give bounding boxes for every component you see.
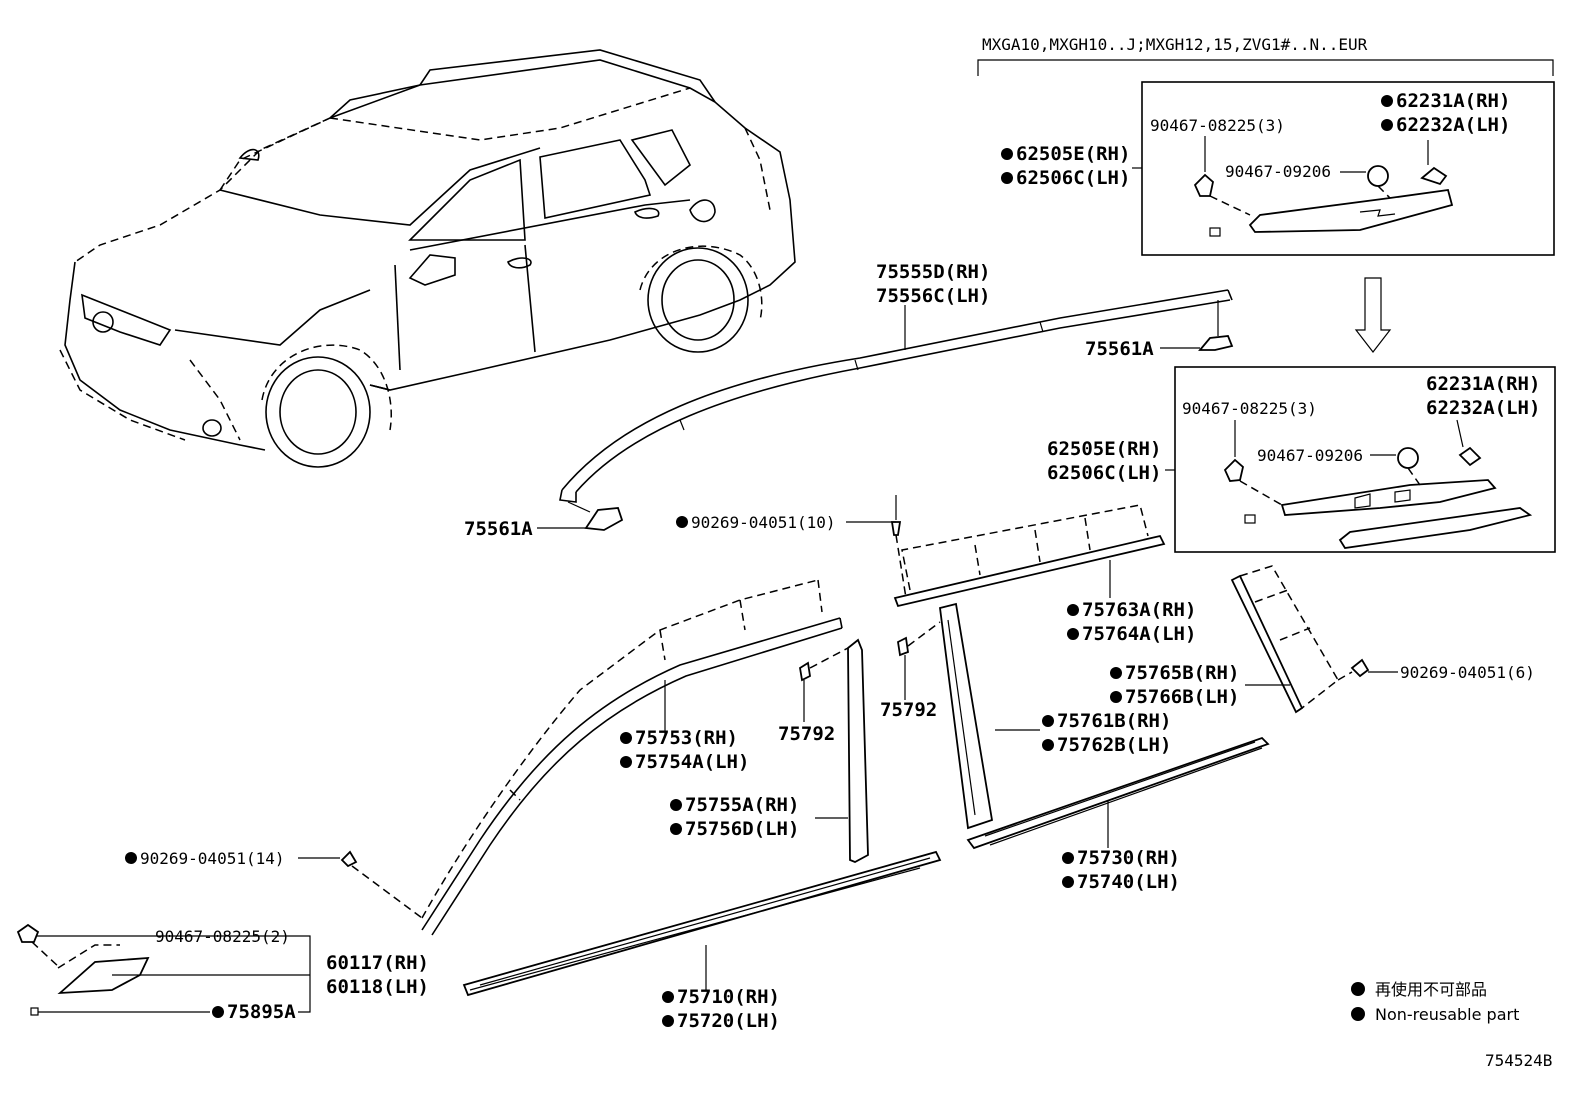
front-belt-molding — [462, 850, 942, 997]
leader-lines — [36, 167, 1398, 1013]
label-75753-rh: 75753(RH) — [635, 727, 738, 749]
pillar-garnish-front — [799, 638, 869, 863]
non-reusable-bullet-icon — [620, 732, 632, 744]
clip-90269-04051-14 — [340, 850, 423, 919]
label-75756D-lh: 75756D(LH) — [685, 818, 799, 840]
model-bracket — [977, 59, 1554, 76]
label-75556C-lh: 75556C(LH) — [876, 285, 990, 307]
figure-id: 754524B — [1485, 1051, 1552, 1070]
upper-detail-box — [1141, 81, 1555, 256]
label-90467-08225-3: 90467-08225(3) — [1182, 399, 1317, 418]
label-75763A-rh: 75763A(RH) — [1082, 599, 1196, 621]
label-75710-rh: 75710(RH) — [677, 986, 780, 1008]
label-90467-08225-3: 90467-08225(3) — [1150, 116, 1285, 135]
non-reusable-bullet-icon — [1001, 148, 1013, 160]
label-75755A-rh: 75755A(RH) — [685, 794, 799, 816]
label-62505E-rh: 62505E(RH) — [1047, 438, 1161, 460]
pillar-garnish-rear — [897, 602, 994, 830]
label-62505E-rh: 62505E(RH) — [1016, 143, 1130, 165]
non-reusable-bullet-icon — [676, 516, 688, 528]
rear-belt-molding — [966, 736, 1270, 850]
label-75561A: 75561A — [464, 518, 533, 540]
label-90269-04051-14: 90269-04051(14) — [140, 849, 285, 868]
non-reusable-bullet-icon — [662, 1015, 674, 1027]
non-reusable-bullet-icon — [1062, 876, 1074, 888]
label-60118-lh: 60118(LH) — [326, 976, 429, 998]
label-90269-04051-10: 90269-04051(10) — [691, 513, 836, 532]
label-75761B-rh: 75761B(RH) — [1057, 710, 1171, 732]
label-75720-lh: 75720(LH) — [677, 1010, 780, 1032]
non-reusable-bullet-icon — [1381, 119, 1393, 131]
legend-english-text: Non-reusable part — [1375, 1005, 1519, 1024]
label-90467-09206: 90467-09206 — [1257, 446, 1363, 465]
non-reusable-bullet-icon — [670, 823, 682, 835]
label-60117-rh: 60117(RH) — [326, 952, 429, 974]
non-reusable-bullet-icon — [1001, 172, 1013, 184]
non-reusable-bullet-icon — [1042, 739, 1054, 751]
non-reusable-bullet-icon — [1067, 628, 1079, 640]
label-62231A-rh: 62231A(RH) — [1426, 373, 1540, 395]
label-75730-rh: 75730(RH) — [1077, 847, 1180, 869]
label-75754A-lh: 75754A(LH) — [635, 751, 749, 773]
label-75765B-rh: 75765B(RH) — [1125, 662, 1239, 684]
non-reusable-bullet-icon — [662, 991, 674, 1003]
non-reusable-bullet-icon — [1067, 604, 1079, 616]
non-reusable-bullet-icon — [212, 1006, 224, 1018]
legend-japanese-text: 再使用不可部品 — [1375, 980, 1487, 999]
non-reusable-bullet-icon — [1110, 667, 1122, 679]
model-codes-text: MXGA10,MXGH10..J;MXGH12,15,ZVG1#..N..EUR — [982, 35, 1368, 54]
label-75766B-lh: 75766B(LH) — [1125, 686, 1239, 708]
label-90467-08225-2: 90467-08225(2) — [155, 927, 290, 946]
roof-rail-part — [559, 289, 1234, 531]
vehicle-illustration — [59, 49, 796, 468]
label-75895A: 75895A — [227, 1001, 296, 1023]
label-75740-lh: 75740(LH) — [1077, 871, 1180, 893]
label-62506C-lh: 62506C(LH) — [1047, 462, 1161, 484]
label-90269-04051-6: 90269-04051(6) — [1400, 663, 1535, 682]
non-reusable-bullet-icon — [620, 756, 632, 768]
label-75561A: 75561A — [1085, 338, 1154, 360]
label-75792: 75792 — [880, 699, 937, 721]
label-75792: 75792 — [778, 723, 835, 745]
label-62231A-rh: 62231A(RH) — [1396, 90, 1510, 112]
legend: 再使用不可部品 Non-reusable part — [1351, 980, 1519, 1024]
non-reusable-bullet-icon — [1110, 691, 1122, 703]
lower-detail-box — [1174, 366, 1556, 553]
non-reusable-bullet-icon — [1042, 715, 1054, 727]
fender-garnish — [16, 923, 150, 1016]
label-62232A-lh: 62232A(LH) — [1426, 397, 1540, 419]
window-frame-molding — [421, 579, 843, 936]
non-reusable-bullet-icon — [1381, 95, 1393, 107]
label-75762B-lh: 75762B(LH) — [1057, 734, 1171, 756]
part-labels: 62231A(RH) 62232A(LH) 90467-08225(3) 904… — [125, 90, 1540, 1032]
non-reusable-bullet-icon — [1062, 852, 1074, 864]
down-arrow-icon — [1354, 277, 1392, 353]
upper-belt-molding — [890, 495, 1166, 608]
label-90467-09206: 90467-09206 — [1225, 162, 1331, 181]
label-62506C-lh: 62506C(LH) — [1016, 167, 1130, 189]
quarter-molding — [1230, 565, 1370, 714]
non-reusable-bullet-icon — [1351, 1007, 1365, 1021]
label-75555D-rh: 75555D(RH) — [876, 261, 990, 283]
non-reusable-bullet-icon — [670, 799, 682, 811]
non-reusable-bullet-icon — [1351, 982, 1365, 996]
label-75764A-lh: 75764A(LH) — [1082, 623, 1196, 645]
non-reusable-bullet-icon — [125, 852, 137, 864]
label-62232A-lh: 62232A(LH) — [1396, 114, 1510, 136]
